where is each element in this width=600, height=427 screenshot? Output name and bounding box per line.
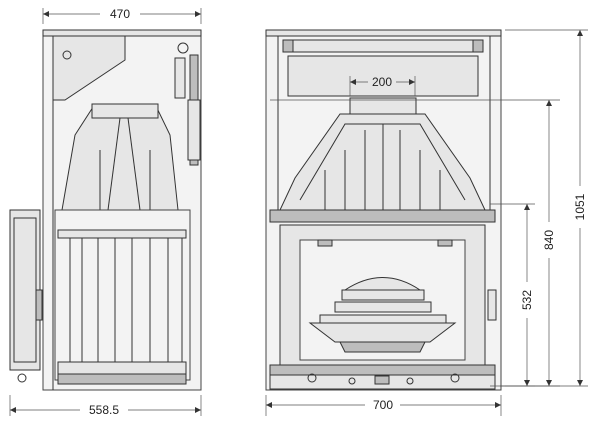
front-mantle	[269, 209, 496, 223]
dim-front-width-label: 700	[373, 398, 393, 412]
front-view: 200	[265, 29, 588, 416]
dim-front-hood-height-label: 840	[542, 230, 556, 250]
dimension-front-total-height: 1051	[505, 29, 588, 387]
side-panel-left	[9, 209, 41, 371]
front-fire-shapes	[308, 277, 457, 353]
dim-front-flue-label: 200	[372, 75, 392, 89]
side-handle	[187, 99, 201, 161]
side-bracket	[52, 35, 126, 101]
dim-side-top-label: 470	[110, 7, 130, 21]
dimension-front-flue: 200	[349, 75, 416, 96]
dimension-front-hood-height: 840	[500, 99, 560, 387]
side-grate	[69, 238, 183, 365]
dimension-side-top: 470	[42, 7, 202, 24]
side-view: 470	[9, 7, 202, 417]
side-rack	[174, 57, 186, 99]
dimension-side-bottom: 558.5	[9, 395, 202, 417]
dim-front-door-height-label: 532	[520, 290, 534, 310]
dim-front-total-height-label: 1051	[573, 193, 587, 220]
dimension-front-width: 700	[265, 395, 502, 416]
side-top-plate	[42, 29, 202, 37]
dim-side-bottom-label: 558.5	[89, 403, 119, 417]
